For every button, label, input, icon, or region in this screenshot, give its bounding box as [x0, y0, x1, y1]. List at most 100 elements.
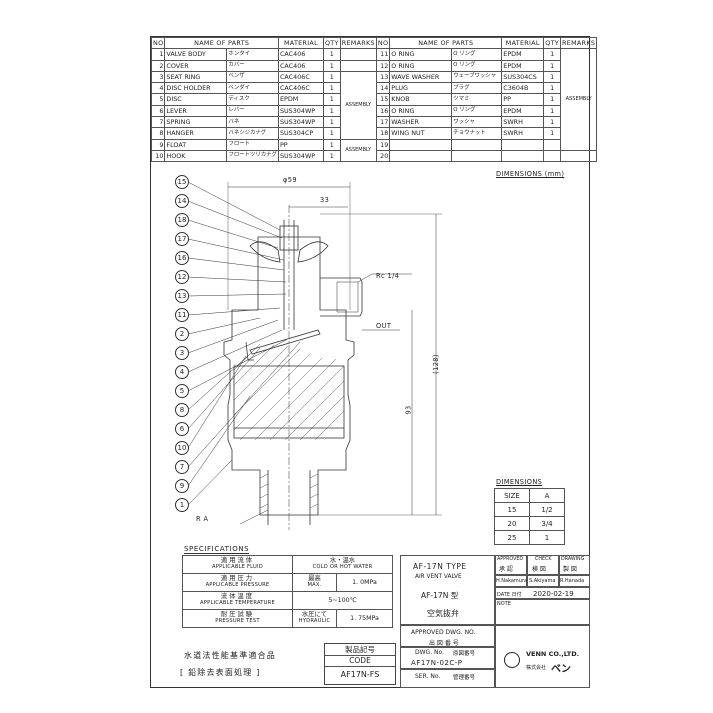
part-balloon: 7	[175, 460, 189, 474]
part-material: EPDM	[501, 48, 545, 61]
part-material: EPDM	[501, 59, 545, 72]
part-jp: O リング	[451, 48, 503, 61]
part-material: SWRH	[501, 116, 545, 129]
part-material: CAC406C	[277, 70, 324, 84]
part-jp: カバー	[226, 59, 279, 72]
part-no: 17	[375, 116, 391, 129]
thread-bottom-label: R A	[196, 515, 209, 523]
part-no: 5	[150, 93, 166, 106]
remarks-assembly: ASSEMBLY	[339, 70, 377, 140]
thread-top-label: Rc 1/4	[376, 272, 400, 280]
part-name: DISC	[164, 93, 228, 106]
part-qty: 1	[543, 48, 562, 61]
part-name: WING NUT	[389, 127, 453, 140]
part-qty: 1	[322, 127, 341, 140]
part-material: CAC406	[277, 48, 324, 61]
remarks-assembly: ASSEMBLY	[339, 138, 377, 163]
part-no: 10	[150, 149, 166, 163]
part-qty: 1	[322, 116, 341, 129]
part-qty: 1	[322, 149, 341, 163]
valve-name-jp: 空気抜弁	[427, 609, 459, 618]
dim-header-size: SIZE	[494, 488, 530, 503]
header-material: MATERIAL	[501, 36, 545, 50]
part-no: 15	[375, 93, 391, 106]
part-balloon: 8	[175, 403, 189, 417]
part-qty	[543, 149, 562, 163]
header-no: NO	[150, 36, 166, 50]
date-value: 2020-02-19	[533, 590, 574, 598]
part-jp: ツマミ	[451, 93, 503, 106]
part-material: EPDM	[277, 93, 324, 106]
date-cell: DATE 日付 2020-02-19	[495, 587, 590, 599]
part-no: 9	[150, 138, 166, 151]
header-material: MATERIAL	[277, 36, 324, 50]
part-name: DISC HOLDER	[164, 82, 228, 95]
part-material: PP	[501, 93, 545, 106]
title-cell: AF-17N TYPE AIR VENT VALVE AF-17N 型 空気抜弁	[400, 555, 495, 625]
part-name: FLOAT	[164, 138, 228, 151]
dim-59: φ59	[283, 176, 297, 184]
part-qty: 1	[543, 70, 562, 84]
part-qty: 1	[543, 104, 562, 118]
specifications-title: SPECIFICATIONS	[184, 545, 250, 554]
part-no: 20	[375, 149, 391, 163]
part-name: HOOK	[164, 149, 228, 163]
part-no: 12	[375, 59, 391, 72]
part-material: C3604B	[501, 82, 545, 95]
part-material: SUS304WP	[277, 104, 324, 118]
part-material: PP	[277, 138, 324, 151]
part-qty: 1	[322, 93, 341, 106]
part-qty: 1	[543, 127, 562, 140]
part-jp: ディスク	[226, 93, 279, 106]
part-material: SUS304WP	[277, 116, 324, 129]
part-qty: 1	[322, 48, 341, 61]
part-material	[501, 149, 545, 163]
part-jp: フロートツリカナグ	[226, 149, 279, 163]
part-jp: O リング	[451, 59, 503, 72]
part-name: O RING	[389, 59, 453, 72]
code-box: 製品記号 CODE AF17N-FS	[324, 643, 396, 685]
part-name: WASHER	[389, 116, 453, 129]
dim-header-a: A	[529, 488, 565, 503]
part-no: 19	[375, 138, 391, 151]
part-name: KNOB	[389, 93, 453, 106]
part-name: O RING	[389, 48, 453, 61]
drawer-name: R.Hanada	[560, 578, 585, 584]
part-jp: プラグ	[451, 82, 503, 95]
type-subtitle: AIR VENT VALVE	[415, 574, 462, 580]
part-material: EPDM	[501, 104, 545, 118]
compliance-note: 水道法性能基準適合品	[184, 651, 276, 660]
part-balloon: 18	[175, 213, 189, 227]
part-jp: チョウナット	[451, 127, 503, 140]
drawing-cell: DRAWING 製 図	[559, 555, 590, 575]
part-no: 14	[375, 82, 391, 95]
part-jp: フロート	[226, 138, 279, 151]
approved-dwg-cell: APPROVED DWG. NO. 出 図 番 号	[400, 625, 495, 647]
part-material	[501, 138, 545, 151]
part-jp: O リング	[451, 104, 503, 118]
company-jp: 株式会社	[526, 665, 547, 671]
approver-name: H.Nakamura	[496, 578, 528, 584]
part-no: 13	[375, 70, 391, 84]
part-name: SEAT RING	[164, 70, 228, 84]
part-material: CAC406	[277, 59, 324, 72]
part-balloon: 2	[175, 327, 189, 341]
approved-cell: APPROVED 承 認	[495, 555, 527, 575]
part-balloon: 1	[175, 498, 189, 512]
part-qty: 1	[322, 138, 341, 151]
type-title: AF-17N TYPE	[413, 562, 467, 571]
title-block: AF-17N TYPE AIR VENT VALVE AF-17N 型 空気抜弁…	[400, 555, 590, 688]
part-jp: ベンダイ	[226, 82, 279, 95]
part-jp: バネシジカナグ	[226, 127, 279, 140]
part-qty: 1	[322, 104, 341, 118]
header-no: NO	[375, 36, 391, 50]
part-balloon: 17	[175, 232, 189, 246]
header-remarks: REMARKS	[339, 36, 377, 50]
dim-33: 33	[320, 196, 330, 204]
code-value: AF17N-FS	[340, 670, 380, 679]
